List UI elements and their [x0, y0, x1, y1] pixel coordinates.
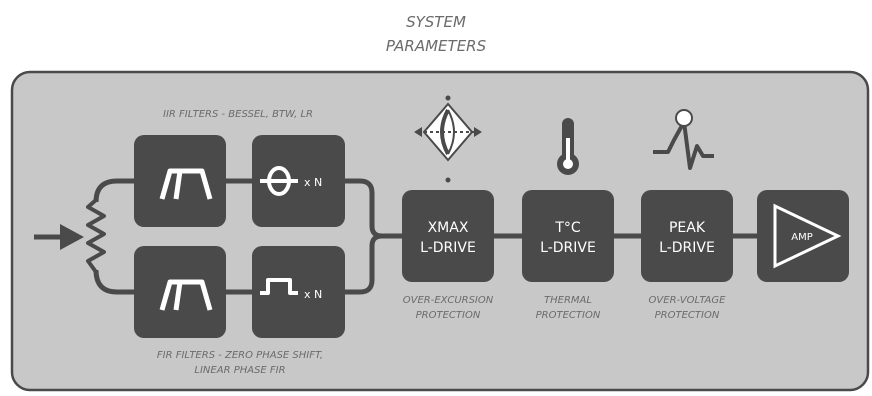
peak-line-2: L-DRIVE [659, 240, 715, 256]
lowpass-filter-icon [159, 279, 213, 311]
fir-filters-label-line-2: LINEAR PHASE FIR [194, 365, 285, 376]
fir-filter-icon [260, 278, 298, 295]
xmax-line-2: L-DRIVE [420, 240, 476, 256]
voltage-peak-icon [653, 109, 714, 170]
thermal-line-2: L-DRIVE [540, 240, 596, 256]
peaking-filter-icon [260, 166, 298, 196]
peak-ldrive-block [641, 190, 733, 282]
amp-block [757, 190, 849, 282]
peak-line-1: PEAK [669, 220, 706, 236]
xmax-ldrive-block [402, 190, 494, 282]
iir-multiplier: x N [304, 176, 322, 189]
thermal-caption-line-1: THERMAL [544, 295, 592, 306]
xmax-line-1: XMAX [428, 220, 469, 236]
fir-filter-block [252, 246, 345, 338]
thermal-ldrive-block [522, 190, 614, 282]
peak-caption-line-2: PROTECTION [655, 310, 720, 321]
input-arrow-icon [60, 224, 84, 250]
thermometer-icon [557, 118, 579, 175]
title-line-1: SYSTEM [406, 13, 466, 31]
fir-filters-label-line-1: FIR FILTERS - ZERO PHASE SHIFT, [157, 350, 323, 361]
amp-label: AMP [791, 232, 813, 243]
speaker-excursion-icon [414, 95, 482, 183]
peak-caption-line-1: OVER-VOLTAGE [649, 295, 727, 306]
lowpass-filter-icon [159, 168, 213, 200]
iir-peaking-block [252, 135, 345, 227]
iir-filters-label: IIR FILTERS - BESSEL, BTW, LR [163, 109, 313, 120]
thermal-caption-line-2: PROTECTION [536, 310, 601, 321]
title-line-2: PARAMETERS [386, 37, 487, 55]
xmax-caption-line-1: OVER-EXCURSION [403, 295, 494, 306]
splitter-zigzag-icon [86, 198, 106, 274]
thermal-line-1: T°C [554, 220, 581, 236]
fir-multiplier: x N [304, 288, 322, 301]
amplifier-triangle-icon [773, 203, 842, 269]
signal-lines [34, 178, 757, 295]
xmax-caption-line-2: PROTECTION [416, 310, 481, 321]
